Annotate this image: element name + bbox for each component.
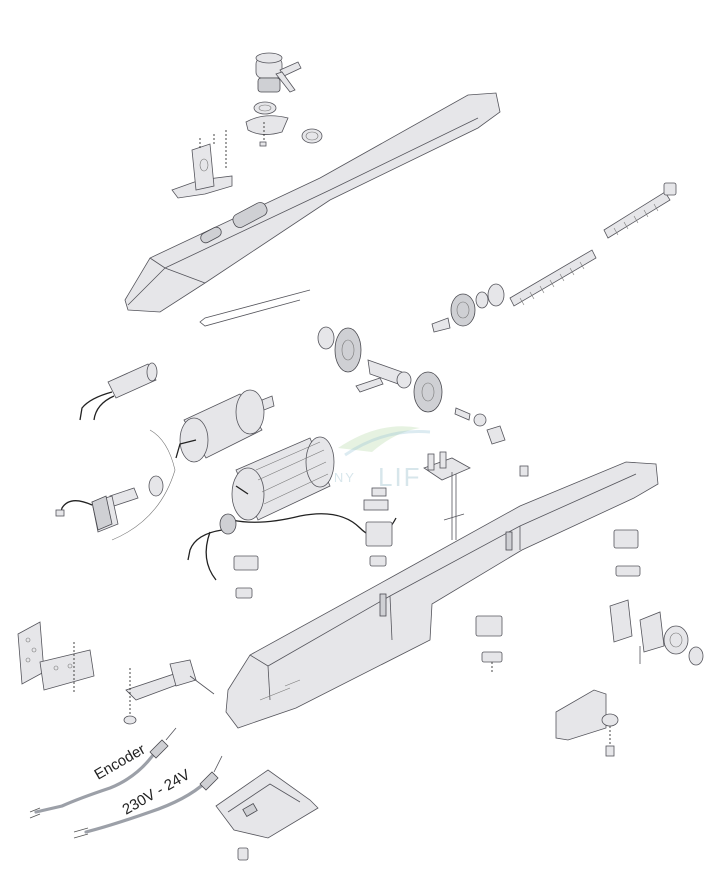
top-cover (124, 92, 501, 313)
power-cable (73, 755, 223, 839)
release-bracket (171, 130, 233, 199)
key-lock (245, 52, 323, 147)
lead-screw (431, 182, 677, 333)
motor-24v (175, 389, 275, 463)
wiring-harness (187, 513, 397, 581)
base-housing (225, 461, 659, 729)
detail-callout (111, 429, 176, 541)
front-bracket (17, 621, 95, 694)
encoder-board (55, 475, 164, 533)
motor-230v (231, 436, 335, 521)
mounting-plate (423, 451, 471, 540)
rear-bracket (555, 689, 619, 757)
gear-train (317, 326, 506, 445)
encoder-label: Encoder (92, 741, 149, 784)
terminal-blocks (233, 465, 529, 599)
capacitor (79, 362, 158, 421)
bottom-cover (215, 769, 319, 861)
cover-seal (199, 289, 311, 327)
mid-pads (475, 615, 503, 674)
front-clevis (123, 659, 215, 725)
encoder-cable (29, 727, 177, 819)
watermark-mark: LIF (378, 462, 422, 492)
rear-fitting (609, 529, 704, 666)
